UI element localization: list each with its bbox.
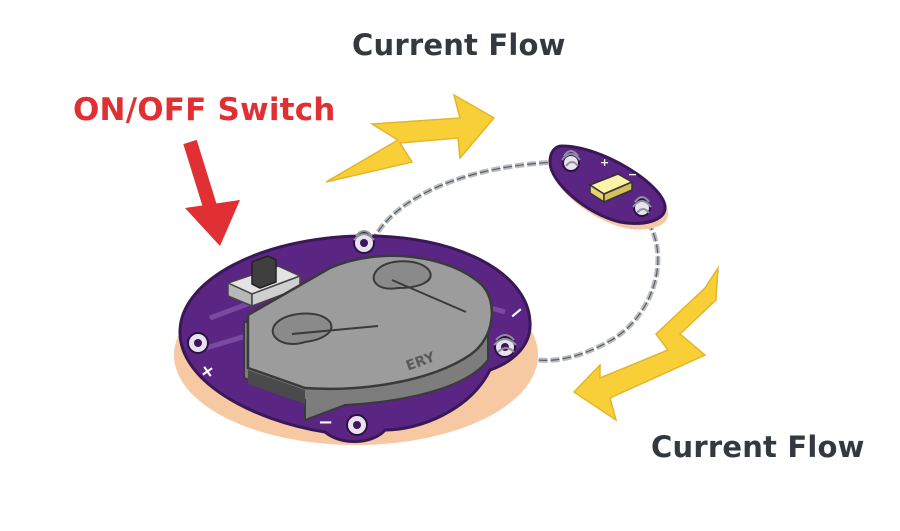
minus-sign: −: [628, 168, 637, 181]
yellow-zigzag-arrow-icon: [325, 93, 496, 183]
led-icon: [588, 173, 634, 204]
plus-sign: +: [600, 156, 609, 169]
battery-holder: ERY: [243, 254, 494, 422]
on-off-switch-label: ON/OFF Switch: [73, 92, 336, 128]
current-flow-label-top: Current Flow: [352, 28, 566, 62]
minus-sign: −: [318, 412, 333, 433]
yellow-zigzag-arrow-icon: [572, 265, 719, 422]
switch-icon: [225, 255, 302, 308]
red-arrow-icon: [183, 139, 240, 246]
current-flow-label-bottom: Current Flow: [651, 430, 865, 464]
conductive-thread-icon: [369, 159, 561, 244]
led-board: + −: [548, 144, 669, 230]
conductive-thread-icon: [519, 220, 661, 363]
